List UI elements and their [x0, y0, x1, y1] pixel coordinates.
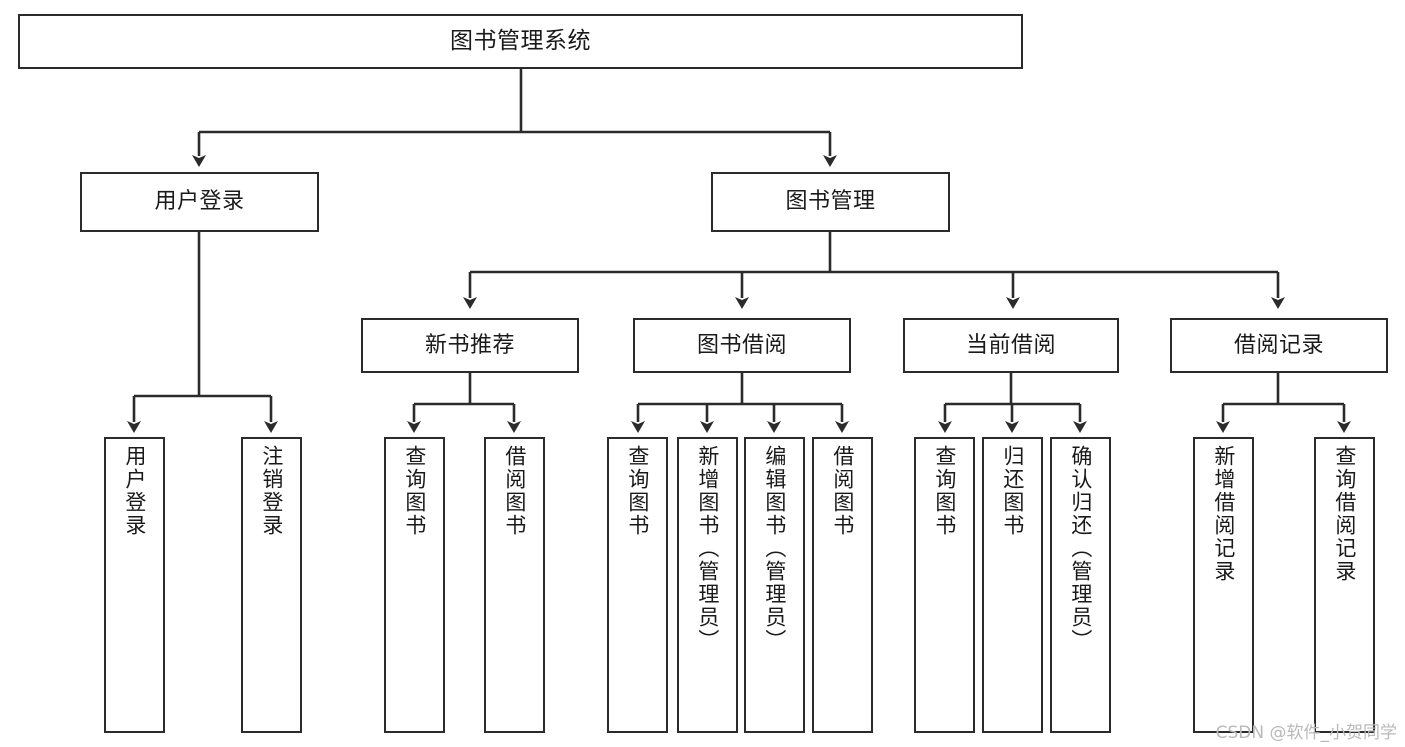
watermark-text: CSDN @软件_小贺同学 [1215, 723, 1397, 743]
leaf-label: 确认归还（管理员） [1068, 445, 1093, 652]
leaf-label: 查询图书 [625, 445, 650, 537]
node-book-management[interactable]: 图书管理 [711, 172, 950, 232]
leaf-current-confirm-return-admin[interactable]: 确认归还（管理员） [1050, 437, 1111, 733]
leaf-current-query-book[interactable]: 查询图书 [914, 437, 975, 733]
leaf-label: 查询借阅记录 [1332, 445, 1357, 583]
leaf-label: 新增图书（管理员） [695, 445, 720, 652]
leaf-new-book-borrow[interactable]: 借阅图书 [484, 437, 545, 733]
node-current-borrow-label: 当前借阅 [965, 332, 1056, 358]
leaf-borrow-edit-book-admin[interactable]: 编辑图书（管理员） [744, 437, 805, 733]
leaf-label: 归还图书 [1000, 445, 1025, 537]
leaf-records-add-record[interactable]: 新增借阅记录 [1193, 437, 1254, 733]
leaf-label: 查询图书 [402, 445, 427, 537]
leaf-borrow-add-book-admin[interactable]: 新增图书（管理员） [677, 437, 738, 733]
node-root[interactable]: 图书管理系统 [18, 14, 1023, 69]
leaf-label: 编辑图书（管理员） [762, 445, 787, 652]
leaf-label: 注销登录 [259, 445, 284, 537]
leaf-records-query-record[interactable]: 查询借阅记录 [1314, 437, 1375, 733]
leaf-borrow-borrow-book[interactable]: 借阅图书 [812, 437, 873, 733]
node-borrow-records-label: 借阅记录 [1233, 332, 1324, 358]
leaf-new-book-query[interactable]: 查询图书 [384, 437, 445, 733]
leaf-label: 借阅图书 [502, 445, 527, 537]
node-root-label: 图书管理系统 [450, 28, 591, 55]
leaf-label: 查询图书 [932, 445, 957, 537]
leaf-user-login-logout[interactable]: 注销登录 [241, 437, 302, 733]
node-new-book-recommendation[interactable]: 新书推荐 [361, 318, 579, 373]
node-new-book-recommendation-label: 新书推荐 [424, 332, 515, 358]
leaf-borrow-query-book[interactable]: 查询图书 [607, 437, 668, 733]
leaf-label: 借阅图书 [830, 445, 855, 537]
node-book-management-label: 图书管理 [785, 189, 876, 215]
node-book-borrow-label: 图书借阅 [696, 332, 787, 358]
node-borrow-records[interactable]: 借阅记录 [1170, 318, 1388, 373]
node-book-borrow[interactable]: 图书借阅 [633, 318, 851, 373]
leaf-user-login-login[interactable]: 用户登录 [104, 437, 165, 733]
leaf-current-return-book[interactable]: 归还图书 [982, 437, 1043, 733]
node-user-login[interactable]: 用户登录 [80, 172, 319, 232]
leaf-label: 用户登录 [122, 445, 147, 537]
node-user-login-label: 用户登录 [154, 189, 245, 215]
leaf-label: 新增借阅记录 [1211, 445, 1236, 583]
node-current-borrow[interactable]: 当前借阅 [903, 318, 1119, 373]
